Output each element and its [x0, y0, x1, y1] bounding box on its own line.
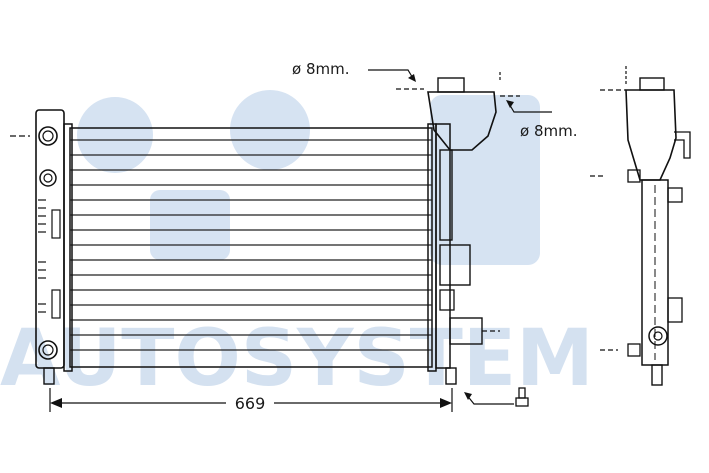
- upper-inlet-pipe: [38, 126, 58, 146]
- mount-pin-right: [445, 367, 457, 385]
- width-dimension: 669: [49, 388, 453, 413]
- side-view-expansion-tank: [625, 89, 677, 181]
- radiator-side-view: [590, 66, 691, 386]
- side-port-label: ø 8mm.: [520, 122, 577, 140]
- width-dimension-label: 669: [235, 394, 266, 413]
- top-port-label: ø 8mm.: [292, 60, 349, 78]
- watermark-logo: [77, 90, 540, 265]
- top-port-callout: ø 8mm.: [292, 60, 416, 82]
- lower-outlet-pipe: [38, 340, 58, 360]
- side-view-cap: [639, 77, 665, 91]
- core-tubes: [70, 139, 432, 351]
- radiator-core: [69, 127, 433, 368]
- mount-pin-left: [43, 367, 55, 385]
- right-tank: [435, 123, 500, 385]
- side-view-outlet: [648, 326, 668, 346]
- side-port-callout: ø 8mm.: [506, 100, 577, 140]
- left-tank: [10, 109, 65, 385]
- expansion-tank: [396, 72, 520, 241]
- watermark: AUTOSYSTEM: [0, 90, 594, 404]
- sensor-port: [39, 169, 57, 187]
- expansion-tank-cap: [437, 77, 465, 93]
- radiator-front-view: [10, 72, 520, 385]
- mounting-bolt-callout: [464, 387, 529, 407]
- watermark-text: AUTOSYSTEM: [0, 314, 594, 404]
